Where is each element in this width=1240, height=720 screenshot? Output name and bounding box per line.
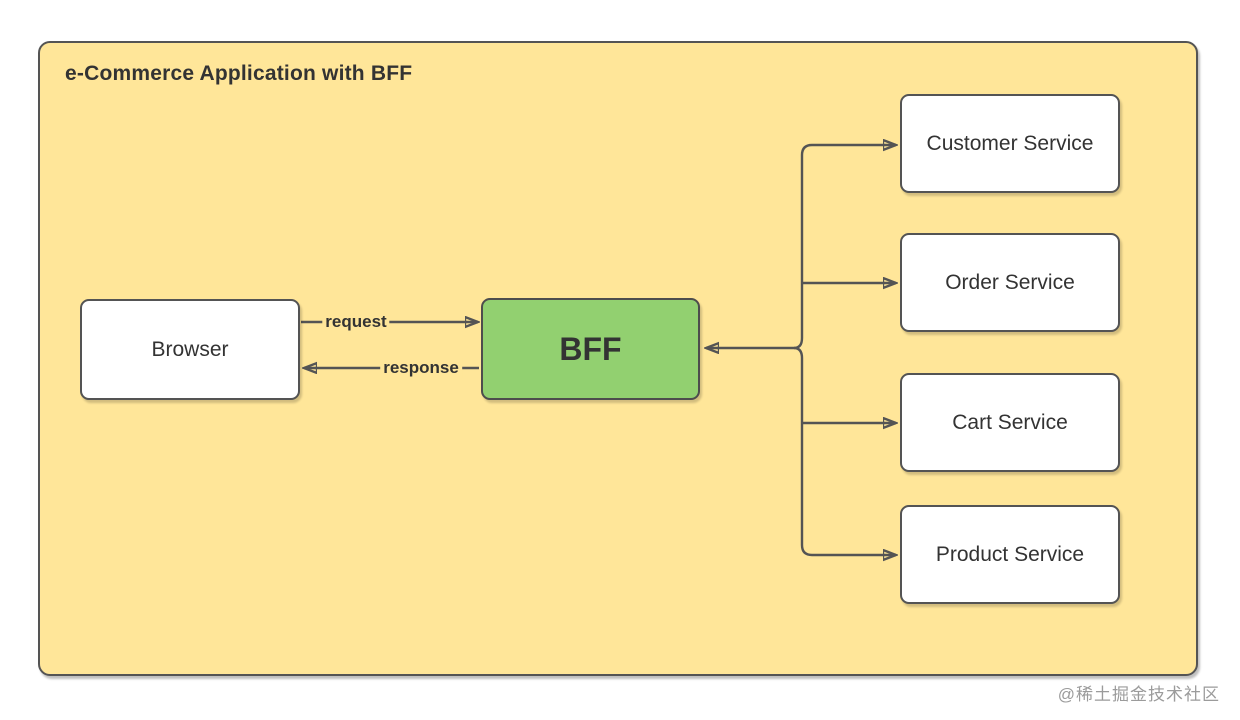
diagram-title: e-Commerce Application with BFF <box>65 62 413 85</box>
browser-node: Browser <box>80 299 300 400</box>
order-service-node: Order Service <box>900 233 1120 332</box>
response-edge-label: response <box>380 358 462 378</box>
cart-service-node: Cart Service <box>900 373 1120 472</box>
juejin-watermark: @稀土掘金技术社区 <box>1057 685 1220 704</box>
product-service-node: Product Service <box>900 505 1120 604</box>
bff-node: BFF <box>481 298 700 400</box>
request-edge-label: request <box>322 312 390 332</box>
customer-service-node: Customer Service <box>900 94 1120 193</box>
